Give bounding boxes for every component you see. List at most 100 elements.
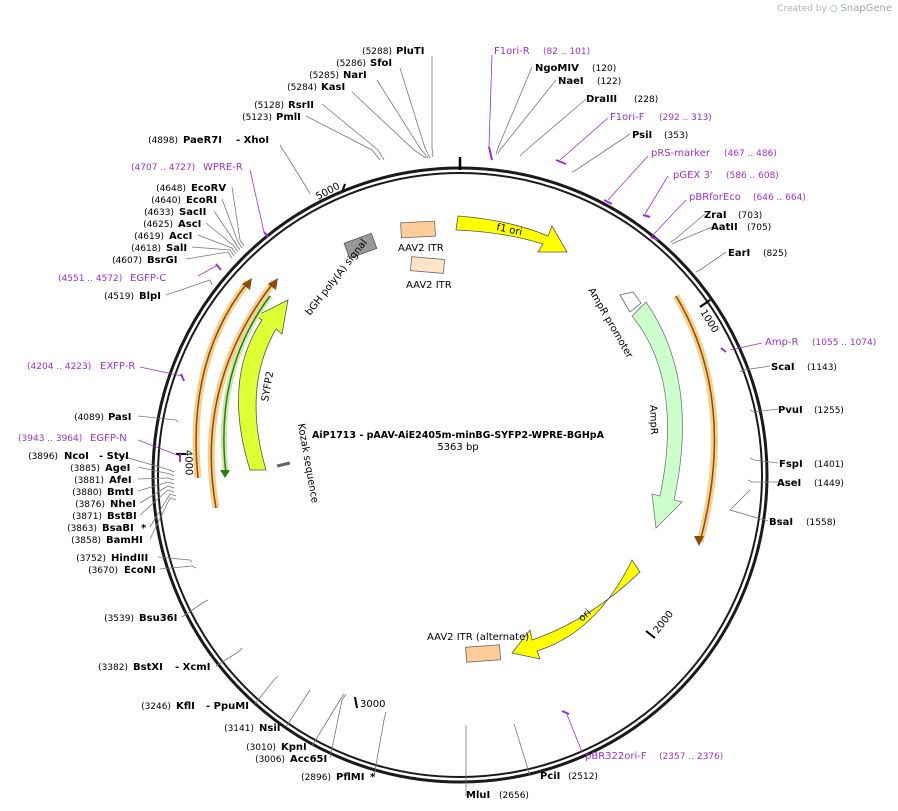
site-name[interactable]: NheI xyxy=(110,499,136,510)
primer-name[interactable]: pBRforEco xyxy=(689,192,741,203)
feature-ori-arrow[interactable] xyxy=(511,559,641,660)
site-name[interactable]: BstBI xyxy=(107,511,137,522)
feature-green-arc-head xyxy=(220,470,230,478)
ruler-tick-1000 xyxy=(699,299,711,308)
site-name[interactable]: BamHI xyxy=(106,535,143,546)
center-length: 5363 bp xyxy=(437,442,478,453)
primer-range: (292 .. 313) xyxy=(659,113,712,123)
site-pos: (3880) xyxy=(72,488,102,498)
site-pos: (4648) xyxy=(156,184,186,194)
site-name[interactable]: PsiI xyxy=(632,130,652,141)
site-name[interactable]: PflMI xyxy=(336,772,364,783)
site-name[interactable]: EcoRI xyxy=(186,195,217,206)
site-pos: (120) xyxy=(592,64,616,74)
site-name[interactable]: PmlI xyxy=(276,112,301,123)
site-name[interactable]: BsaBI xyxy=(102,523,134,534)
site-name[interactable]: PvuI xyxy=(778,405,803,416)
site-name[interactable]: BlpI xyxy=(139,291,161,302)
site-extra: - PpuMI xyxy=(206,701,249,712)
site-name[interactable]: NgoMIV xyxy=(535,63,579,74)
site-name[interactable]: KflI xyxy=(176,701,195,712)
site-name[interactable]: NarI xyxy=(343,70,367,81)
site-name[interactable]: SfoI xyxy=(370,58,392,69)
site-name[interactable]: PasI xyxy=(108,412,131,423)
site-name[interactable]: EcoRV xyxy=(191,183,226,194)
site-name[interactable]: ScaI xyxy=(771,362,795,373)
primer-name[interactable]: pRS-marker xyxy=(651,148,711,159)
feature-bgh-polya[interactable] xyxy=(343,232,378,259)
site-name[interactable]: BsaI xyxy=(769,517,793,528)
site-pos: (3881) xyxy=(74,476,104,486)
feature-syfp2-arrow[interactable] xyxy=(238,299,289,471)
ruler-label-2000: 2000 xyxy=(652,609,676,636)
feature-orange-arc-left-2-core xyxy=(210,281,275,509)
site-name[interactable]: KpnI xyxy=(281,742,307,753)
primer-name[interactable]: WPRE-R xyxy=(203,162,243,173)
primer-name[interactable]: pGEX 3' xyxy=(673,170,713,181)
primer-range: (1055 .. 1074) xyxy=(812,338,876,348)
site-name[interactable]: AseI xyxy=(777,478,801,489)
site-name[interactable]: SacII xyxy=(179,207,206,218)
primer-name[interactable]: EGFP-C xyxy=(130,273,166,284)
feature-aav2-itr-alt[interactable] xyxy=(465,644,501,663)
primer-range: (586 .. 608) xyxy=(726,171,779,181)
ruler-tick-3000 xyxy=(354,696,358,709)
site-pos: (5128) xyxy=(254,101,284,111)
feature-orange-arc-right-core xyxy=(675,295,716,543)
site-name[interactable]: ZraI xyxy=(704,210,727,221)
site-name[interactable]: PaeR7I xyxy=(183,135,222,146)
feature-ampr-arrow[interactable] xyxy=(631,301,683,529)
feature-aav2-itr-2-label: AAV2 ITR xyxy=(406,280,452,291)
feature-ampr-promoter[interactable] xyxy=(619,291,642,313)
feature-aav2-itr-1-label: AAV2 ITR xyxy=(398,243,444,254)
site-name[interactable]: BstXI xyxy=(133,662,163,673)
primer-name[interactable]: F1ori-F xyxy=(610,112,645,123)
site-name[interactable]: EarI xyxy=(728,248,750,259)
primer-name[interactable]: pBR322ori-F xyxy=(585,751,647,762)
site-name[interactable]: AfeI xyxy=(109,475,132,486)
primer-name[interactable]: F1ori-R xyxy=(494,46,530,57)
ruler-tick-2000 xyxy=(645,630,656,639)
site-name[interactable]: KasI xyxy=(321,82,345,93)
site-name[interactable]: PluTI xyxy=(396,46,424,57)
site-extra: - XcmI xyxy=(175,662,210,673)
primer-name[interactable]: Amp-R xyxy=(765,337,799,348)
site-pos: (1401) xyxy=(814,460,844,470)
site-name[interactable]: AscI xyxy=(178,219,201,230)
site-name[interactable]: DraIII xyxy=(586,94,617,105)
site-name[interactable]: EcoNI xyxy=(124,565,156,576)
site-name[interactable]: Bsu36I xyxy=(139,613,177,624)
site-pos: (3670) xyxy=(88,566,118,576)
site-name[interactable]: MluI xyxy=(466,790,490,801)
site-name[interactable]: NaeI xyxy=(558,76,584,87)
site-name[interactable]: NsiI xyxy=(259,723,280,734)
site-name[interactable]: BmtI xyxy=(107,487,134,498)
primer-name[interactable]: EGFP-N xyxy=(90,433,127,444)
site-name[interactable]: AatII xyxy=(711,222,738,233)
site-name[interactable]: Acc65I xyxy=(290,754,327,765)
site-name[interactable]: BsrGI xyxy=(147,255,177,266)
feature-aav2-itr-2[interactable] xyxy=(410,256,445,274)
feature-aav2-itr-1[interactable] xyxy=(400,220,436,239)
feature-f1-ori-arrow[interactable] xyxy=(455,215,568,253)
site-pos: (4619) xyxy=(134,232,164,242)
primer-range: (4551 .. 4572) xyxy=(58,274,122,284)
primer-name[interactable]: EXFP-R xyxy=(100,361,135,372)
site-name[interactable]: NcoI xyxy=(64,451,89,462)
site-name[interactable]: FspI xyxy=(779,459,803,470)
backbone-inner xyxy=(157,172,763,778)
ruler-tick-5000 xyxy=(341,183,346,193)
site-name[interactable]: AccI xyxy=(169,231,192,242)
feature-kozak[interactable] xyxy=(276,461,291,468)
site-name[interactable]: RsrII xyxy=(288,100,314,111)
site-name[interactable]: AgeI xyxy=(105,463,130,474)
primer-range: (82 .. 101) xyxy=(543,47,590,57)
site-name[interactable]: PciI xyxy=(540,771,560,782)
site-name[interactable]: SalI xyxy=(166,243,187,254)
primer-range: (646 .. 664) xyxy=(753,193,806,203)
site-pos: (5286) xyxy=(336,59,366,69)
site-pos: (4607) xyxy=(112,256,142,266)
site-name[interactable]: HindIII xyxy=(111,553,148,564)
primer-leaders xyxy=(137,54,763,753)
